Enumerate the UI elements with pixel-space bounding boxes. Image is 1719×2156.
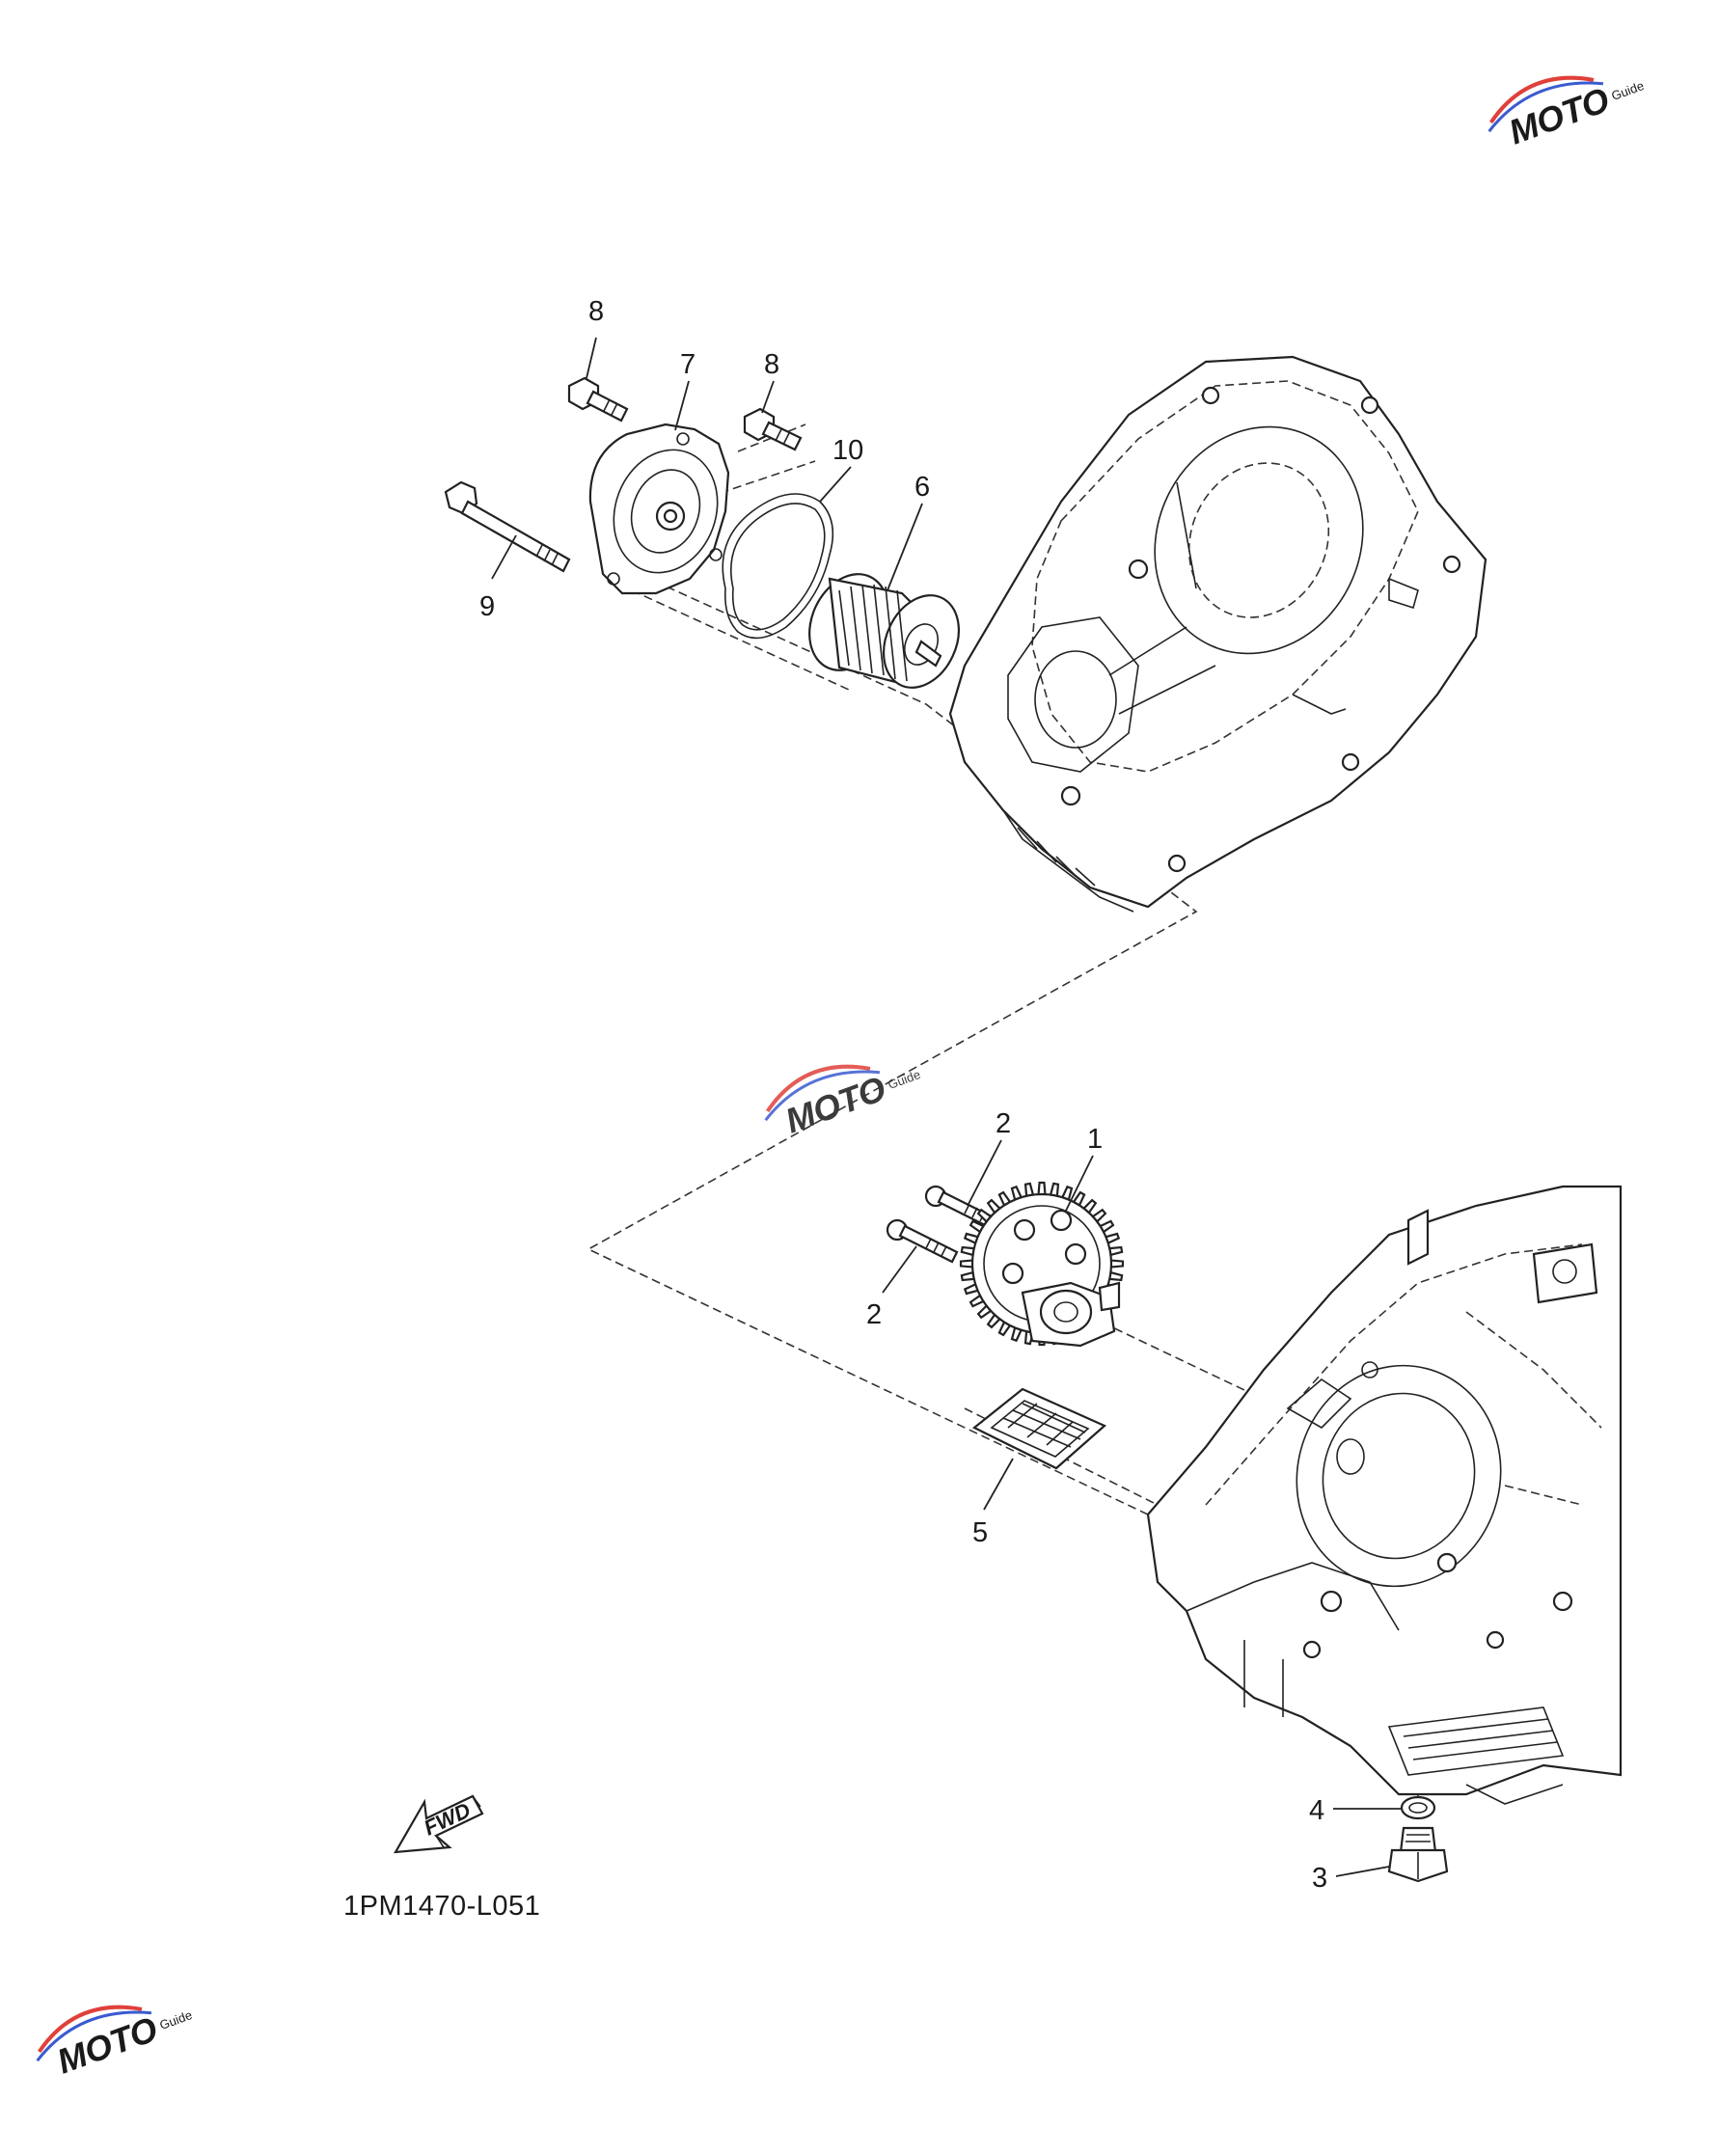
part-1-oil-pump: [959, 1181, 1125, 1348]
callout-labels: 8 7 8 10 6 9 2 1 2 5 4 3: [479, 296, 1327, 1894]
callout-8-right: 8: [764, 349, 779, 380]
callout-3: 3: [1312, 1863, 1327, 1894]
callout-10: 10: [832, 435, 863, 466]
callout-8-left: 8: [588, 296, 604, 327]
leader-lines: [491, 337, 1401, 1877]
callout-2-upper: 2: [996, 1108, 1011, 1139]
callout-1: 1: [1087, 1124, 1103, 1155]
callout-2-lower: 2: [866, 1299, 882, 1330]
watermark-sub: Guide: [1609, 78, 1646, 103]
part-8-bolt-right: [743, 407, 803, 451]
part-8-bolt-left: [567, 376, 629, 423]
callout-5: 5: [972, 1517, 988, 1548]
callout-4: 4: [1309, 1795, 1324, 1826]
gear-tooth: [1109, 1259, 1125, 1269]
callout-7: 7: [680, 349, 696, 380]
watermark-bottom-left: MOTO Guide: [36, 2005, 194, 2082]
fwd-label: FWD: [421, 1798, 475, 1841]
watermark-top-right: MOTO Guide: [1487, 75, 1646, 152]
watermark-center: MOTO Guide: [764, 1064, 922, 1141]
watermark-sub: Guide: [886, 1067, 922, 1092]
part-10-o-ring: [722, 493, 834, 640]
part-2-screw-lower: [886, 1218, 959, 1264]
crankcase-lower: [1146, 1185, 1623, 1805]
part-5-strainer: [971, 1387, 1107, 1470]
gear-tooth: [959, 1259, 974, 1269]
part-3-drain-plug: [1387, 1826, 1449, 1883]
part-4-gasket: [1400, 1795, 1436, 1820]
forward-direction-arrow: FWD: [393, 1794, 484, 1854]
callout-9: 9: [479, 591, 495, 622]
gear-tooth: [1037, 1181, 1047, 1196]
callout-6: 6: [914, 472, 930, 503]
figure-code: 1PM1470-L051: [343, 1891, 540, 1922]
watermark-sub: Guide: [157, 2007, 194, 2033]
part-6-oil-filter: [808, 573, 960, 689]
crankcase-cover-right: [948, 355, 1487, 913]
part-9-long-bolt: [444, 480, 571, 573]
part-2-screw-upper: [924, 1185, 996, 1229]
part-7-filter-cover: [588, 423, 730, 595]
